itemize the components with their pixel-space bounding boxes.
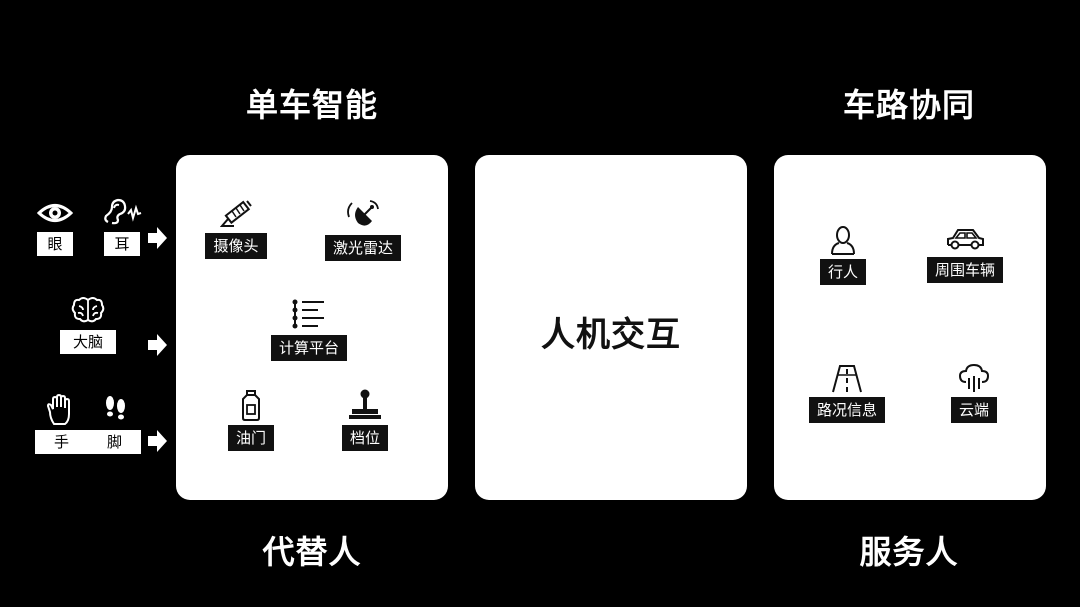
panel-human-machine-interaction: 人机交互 — [475, 155, 747, 500]
heading-single-vehicle-intelligence: 单车智能 — [245, 86, 378, 124]
gear-shifter-icon — [349, 389, 381, 419]
sense-eye: 眼 — [35, 200, 75, 256]
sense-eye-label: 眼 — [37, 232, 73, 256]
item-camera: 摄像头 — [156, 199, 316, 259]
cloud-icon — [958, 363, 990, 392]
panel-vehicle-road-collaboration: 行人 周围车辆 路况信息 云端 — [774, 155, 1046, 500]
item-compute-platform: 计算平台 — [229, 297, 389, 361]
nearby-vehicles-label: 周围车辆 — [926, 257, 1003, 283]
footprints-icon — [106, 396, 125, 420]
camera-label: 摄像头 — [205, 233, 267, 259]
arrow-hand-foot-icon — [148, 430, 167, 452]
car-icon — [947, 229, 984, 250]
sense-hand-label: 手 — [53, 433, 69, 451]
sense-hand-foot-label: 手 脚 — [35, 430, 141, 454]
camera-icon — [220, 200, 252, 227]
item-cloud: 云端 — [894, 363, 1054, 423]
center-panel-title: 人机交互 — [541, 315, 681, 355]
arrow-eye-ear-icon — [148, 227, 167, 249]
item-pedestrian: 行人 — [763, 225, 923, 285]
pedestrian-label: 行人 — [819, 259, 866, 285]
road-icon — [832, 365, 862, 393]
heading-serve-human: 服务人 — [859, 533, 959, 571]
heading-replace-human: 代替人 — [262, 533, 362, 571]
hand-icon — [46, 394, 70, 425]
gear-label: 档位 — [341, 425, 388, 451]
ear-icon — [104, 198, 142, 225]
road-info-label: 路况信息 — [808, 397, 885, 423]
brain-icon — [71, 297, 105, 323]
sense-brain-label: 大脑 — [60, 330, 116, 354]
panel-vehicle-intelligence: 摄像头 激光雷达 计算平台 — [176, 155, 448, 500]
sense-ear-label: 耳 — [104, 232, 140, 256]
heading-vehicle-road-collaboration: 车路协同 — [842, 86, 975, 124]
item-lidar: 激光雷达 — [283, 199, 443, 261]
item-road-info: 路况信息 — [767, 363, 927, 423]
eye-icon — [37, 204, 73, 222]
fuel-container-icon — [242, 390, 260, 421]
cloud-label: 云端 — [950, 397, 997, 423]
lidar-label: 激光雷达 — [324, 235, 401, 261]
sense-ear: 耳 — [101, 198, 143, 256]
sense-brain: 大脑 — [60, 296, 116, 354]
item-throttle: 油门 — [171, 389, 331, 451]
person-icon — [831, 226, 855, 255]
lidar-icon — [347, 200, 379, 226]
compute-platform-label: 计算平台 — [270, 335, 347, 361]
sense-foot-label: 脚 — [106, 433, 122, 451]
throttle-label: 油门 — [227, 425, 274, 451]
arrow-brain-icon — [148, 334, 167, 356]
item-nearby-vehicles: 周围车辆 — [885, 225, 1045, 283]
item-gear: 档位 — [285, 389, 445, 451]
compute-platform-icon — [292, 299, 324, 329]
